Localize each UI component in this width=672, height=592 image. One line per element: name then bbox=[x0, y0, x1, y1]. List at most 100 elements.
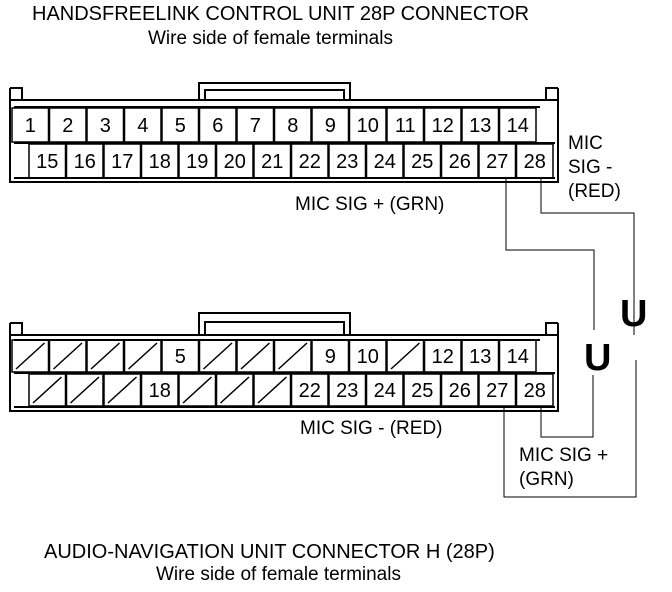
empty-pin-slash bbox=[240, 342, 271, 370]
bottom-pin-cell bbox=[198, 339, 237, 373]
wire-mic-sig-plus-top bbox=[505, 178, 595, 330]
top-pin-cell bbox=[178, 143, 217, 179]
bottom-pin-cell bbox=[161, 339, 200, 373]
top-pin-cell bbox=[290, 143, 329, 179]
top-pin-cell bbox=[253, 143, 292, 179]
empty-pin-slash bbox=[52, 342, 83, 370]
wire-mic-sig-minus-top bbox=[540, 178, 635, 335]
bottom-pin-22: 22 bbox=[299, 380, 321, 402]
bottom-pin-cell bbox=[103, 373, 142, 407]
bottom-pin-14: 14 bbox=[507, 346, 529, 368]
bottom-pin-23: 23 bbox=[336, 380, 358, 402]
empty-pin-slash bbox=[202, 342, 233, 370]
top-pin-cell bbox=[348, 107, 387, 143]
bottom-pin-26: 26 bbox=[449, 380, 471, 402]
top-pin-cell bbox=[28, 143, 67, 179]
bottom-pin-cell bbox=[440, 373, 479, 407]
wire-break-symbol-left: U bbox=[584, 337, 611, 379]
top-pin-28: 28 bbox=[524, 151, 546, 173]
bottom-mic-sig-minus-label: MIC SIG - (RED) bbox=[300, 418, 443, 439]
top-mic-sig-plus-label: MIC SIG + (GRN) bbox=[295, 194, 445, 215]
top-pin-21: 21 bbox=[261, 151, 283, 173]
top-pin-cell bbox=[140, 143, 179, 179]
bottom-pin-cell bbox=[48, 339, 87, 373]
bottom-pin-cell bbox=[498, 339, 537, 373]
bottom-pin-27: 27 bbox=[486, 380, 508, 402]
bottom-connector-title: AUDIO-NAVIGATION UNIT CONNECTOR H (28P) bbox=[44, 541, 495, 563]
top-pin-cell bbox=[515, 143, 554, 179]
top-mic-label-3: (RED) bbox=[568, 181, 621, 202]
empty-pin-slash bbox=[257, 376, 288, 404]
empty-pin-slash bbox=[182, 376, 213, 404]
top-pin-7: 7 bbox=[250, 115, 261, 137]
top-pin-cell bbox=[123, 107, 162, 143]
top-pin-11: 11 bbox=[395, 115, 416, 137]
bottom-pin-cell bbox=[365, 373, 404, 407]
top-pin-cell bbox=[11, 107, 50, 143]
bottom-pin-cell bbox=[403, 373, 442, 407]
bottom-pin-cell bbox=[478, 373, 517, 407]
bottom-pin-9: 9 bbox=[325, 346, 336, 368]
bottom-pin-cell bbox=[273, 339, 312, 373]
top-pin-cell bbox=[103, 143, 142, 179]
top-pin-17: 17 bbox=[111, 151, 133, 173]
top-mic-label-1: MIC bbox=[568, 133, 603, 154]
top-pin-cell bbox=[365, 143, 404, 179]
top-pin-cell bbox=[215, 143, 254, 179]
bottom-pin-cell bbox=[123, 339, 162, 373]
bottom-pin-cell bbox=[11, 339, 50, 373]
top-pin-cell bbox=[48, 107, 87, 143]
empty-pin-slash bbox=[32, 376, 63, 404]
bottom-connector-subtitle: Wire side of female terminals bbox=[156, 564, 401, 585]
top-pin-8: 8 bbox=[287, 115, 298, 137]
bottom-pin-cell bbox=[311, 339, 350, 373]
bottom-pin-28: 28 bbox=[524, 380, 546, 402]
top-pin-cell bbox=[198, 107, 237, 143]
bottom-pin-10: 10 bbox=[357, 346, 379, 368]
top-pin-cell bbox=[423, 107, 462, 143]
top-pin-18: 18 bbox=[149, 151, 171, 173]
empty-pin-slash bbox=[15, 342, 46, 370]
empty-pin-slash bbox=[127, 342, 158, 370]
bottom-pin-cell bbox=[140, 373, 179, 407]
top-pin-23: 23 bbox=[336, 151, 358, 173]
top-pin-5: 5 bbox=[175, 115, 186, 137]
bottom-pin-cell bbox=[386, 339, 425, 373]
top-pin-cell bbox=[386, 107, 425, 143]
bottom-mic-sig-plus-label-1: MIC SIG + bbox=[519, 445, 609, 466]
bottom-pin-cell bbox=[290, 373, 329, 407]
wire-mic-sig-plus-bottom bbox=[540, 375, 594, 438]
top-pin-cell bbox=[311, 107, 350, 143]
top-pin-3: 3 bbox=[100, 115, 111, 137]
bottom-pin-cell bbox=[348, 339, 387, 373]
bottom-pin-cell bbox=[423, 339, 462, 373]
empty-pin-slash bbox=[69, 376, 100, 404]
top-pin-14: 14 bbox=[507, 115, 529, 137]
top-pin-cell bbox=[403, 143, 442, 179]
bottom-pin-cell bbox=[461, 339, 500, 373]
bottom-pin-cell bbox=[215, 373, 254, 407]
top-pin-6: 6 bbox=[212, 115, 223, 137]
top-pin-13: 13 bbox=[469, 115, 491, 137]
bottom-pin-5: 5 bbox=[175, 346, 186, 368]
bottom-pin-cell bbox=[178, 373, 217, 407]
empty-pin-slash bbox=[390, 342, 421, 370]
top-pin-24: 24 bbox=[374, 151, 396, 173]
top-pin-2: 2 bbox=[62, 115, 73, 137]
top-pin-26: 26 bbox=[449, 151, 471, 173]
bottom-pin-cell bbox=[236, 339, 275, 373]
bottom-pin-cell bbox=[28, 373, 67, 407]
bottom-pin-cell bbox=[515, 373, 554, 407]
bottom-pin-24: 24 bbox=[374, 380, 396, 402]
top-pin-12: 12 bbox=[432, 115, 454, 137]
top-pin-15: 15 bbox=[36, 151, 58, 173]
empty-pin-slash bbox=[219, 376, 250, 404]
empty-pin-slash bbox=[107, 376, 138, 404]
top-pin-22: 22 bbox=[299, 151, 321, 173]
top-pin-19: 19 bbox=[186, 151, 208, 173]
bottom-pin-25: 25 bbox=[411, 380, 433, 402]
bottom-pin-cell bbox=[253, 373, 292, 407]
top-pin-cell bbox=[273, 107, 312, 143]
